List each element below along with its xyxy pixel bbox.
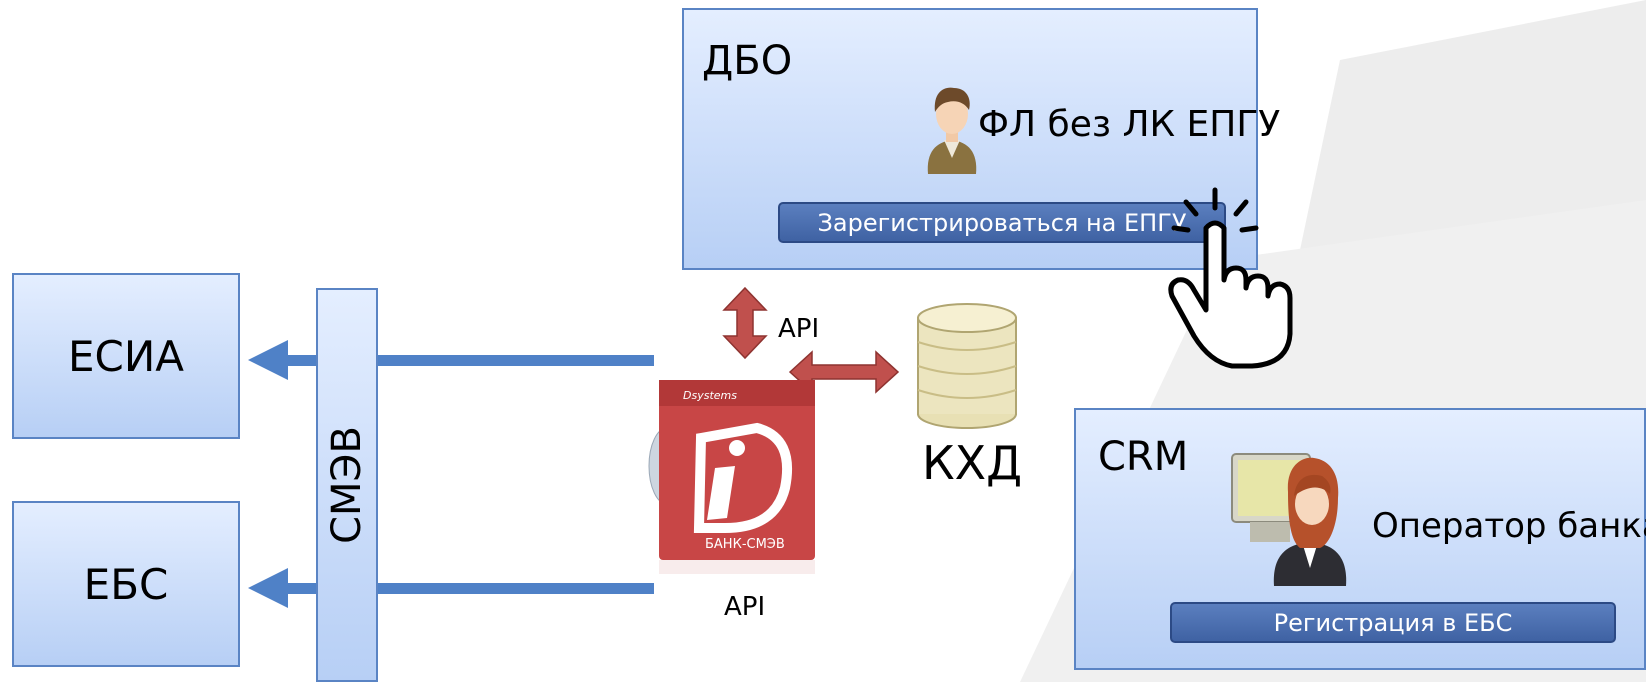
product-name: БАНК-СМЭВ (705, 537, 785, 552)
smev-label: СМЭВ (324, 426, 370, 544)
api-top-label: API (778, 314, 820, 344)
khd-label: КХД (922, 436, 1023, 490)
crm-user-label: Оператор банка (1372, 506, 1646, 546)
register-epgu-button[interactable]: Зарегистрироваться на ЕПГУ (778, 202, 1226, 243)
dbo-title: ДБО (702, 38, 793, 84)
esia-label: ЕСИА (67, 331, 184, 381)
esia-box: ЕСИА (12, 273, 240, 439)
dbo-user-label: ФЛ без ЛК ЕПГУ (978, 104, 1281, 145)
person-icon (927, 87, 977, 174)
pointing-hand-icon (1168, 187, 1293, 369)
esia-arrow (248, 340, 654, 380)
ebs-box: ЕБС (12, 501, 240, 667)
register-ebs-button[interactable]: Регистрация в ЕБС (1170, 602, 1616, 643)
bank-operator-icon (1231, 453, 1347, 586)
crm-title: CRM (1098, 434, 1189, 480)
ebs-arrow (248, 568, 654, 608)
product-brand: Dsystems (683, 389, 737, 402)
api-vertical-arrow (722, 286, 768, 360)
bank-smev-product-box: Dsystems БАНК-СМЭВ (648, 380, 815, 574)
ebs-label: ЕБС (83, 559, 169, 609)
api-bottom-label: API (724, 592, 766, 622)
smev-bus: СМЭВ (316, 288, 378, 682)
database-icon (917, 303, 1017, 429)
